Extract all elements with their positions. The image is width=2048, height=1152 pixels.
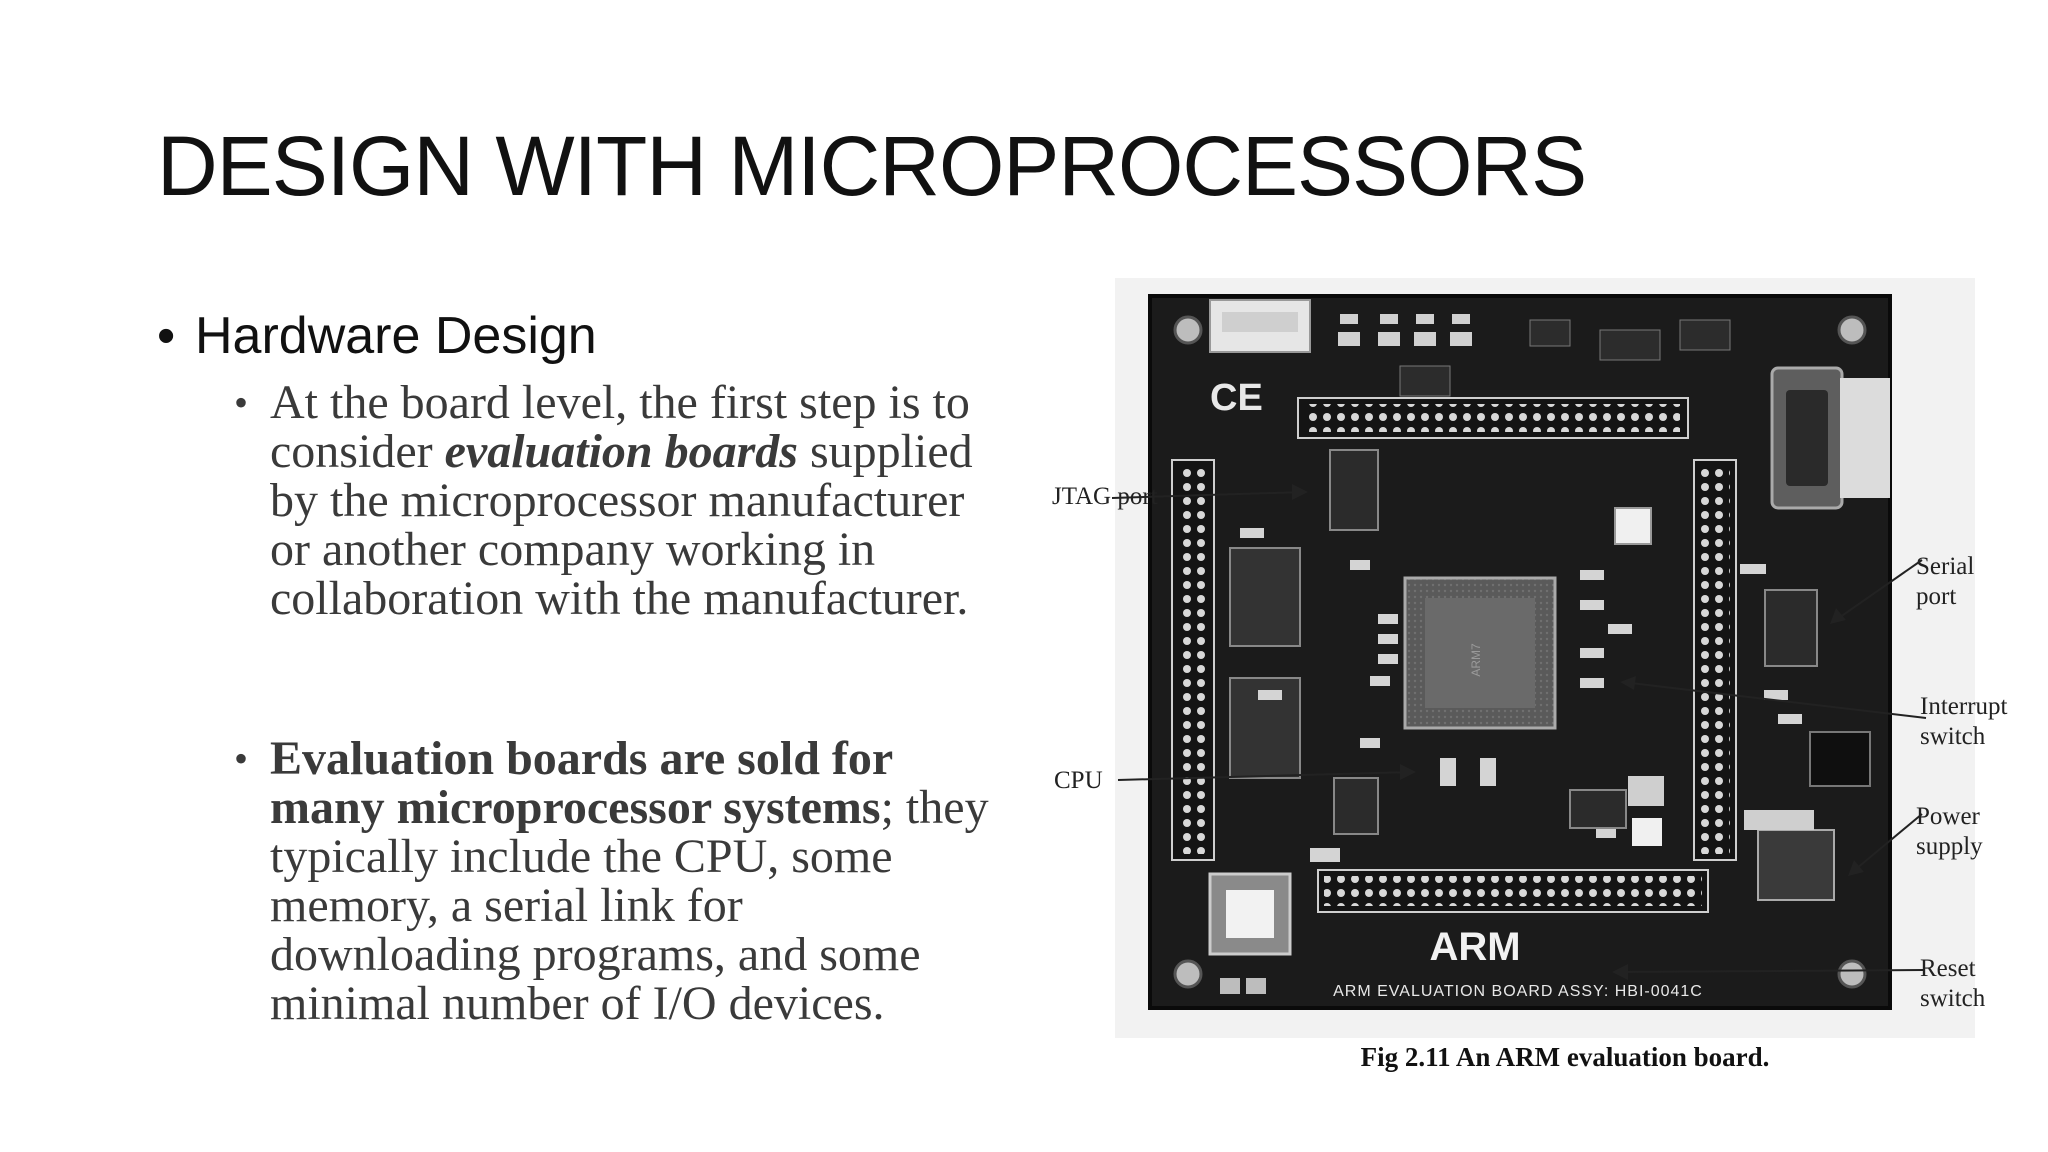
- arm-logo: ARM: [1429, 925, 1520, 969]
- sub-bullet-evaluation-boards: • At the board level, the first step is …: [234, 376, 990, 625]
- arm-board-figure: CE: [1040, 270, 2030, 1100]
- arm-board-photo: CE: [1111, 278, 1975, 1038]
- slide-title: DESIGN WITH MICROPROCESSORS: [157, 119, 1587, 213]
- bullet-dot: •: [234, 380, 249, 425]
- sub-bullet-strong: Evaluation boards are sold for many micr…: [270, 732, 893, 834]
- bullet-dot: •: [234, 736, 249, 781]
- callout-reset-switch: Reset switch: [1920, 955, 1986, 1012]
- sub-bullet-emphasis: evaluation boards: [444, 425, 798, 478]
- board-silkscreen: ARM EVALUATION BOARD ASSY: HBI-0041C: [1333, 983, 1703, 1000]
- bullet-dot: •: [157, 307, 176, 365]
- bullet-label: Hardware Design: [195, 307, 597, 365]
- power-jack: [1809, 731, 1871, 787]
- ce-mark: CE: [1210, 377, 1263, 419]
- callout-power-supply: Power supply: [1916, 803, 1983, 860]
- sub-bullet-evaluation-sold: • Evaluation boards are sold for many mi…: [234, 732, 990, 1030]
- sub-bullet-text-pre: At the board level, the first step is to…: [270, 376, 970, 478]
- figure-caption: Fig 2.11 An ARM evaluation board.: [1360, 1042, 1770, 1072]
- svg-text:ARM7: ARM7: [1469, 643, 1483, 677]
- callout-interrupt-switch: Interrupt switch: [1920, 693, 2008, 750]
- sub-bullet-text-post: ; they typically include the CPU, some m…: [270, 781, 989, 1030]
- bullet-hardware-design: • Hardware Design: [157, 306, 597, 366]
- sub-bullet-text-post: supplied by the microprocessor manufactu…: [270, 425, 973, 625]
- callout-cpu: CPU: [1054, 767, 1103, 794]
- callout-jtag-port: JTAG port: [1052, 483, 1158, 510]
- callout-serial-port: Serial port: [1916, 553, 1975, 610]
- memory-chip: [1229, 547, 1301, 647]
